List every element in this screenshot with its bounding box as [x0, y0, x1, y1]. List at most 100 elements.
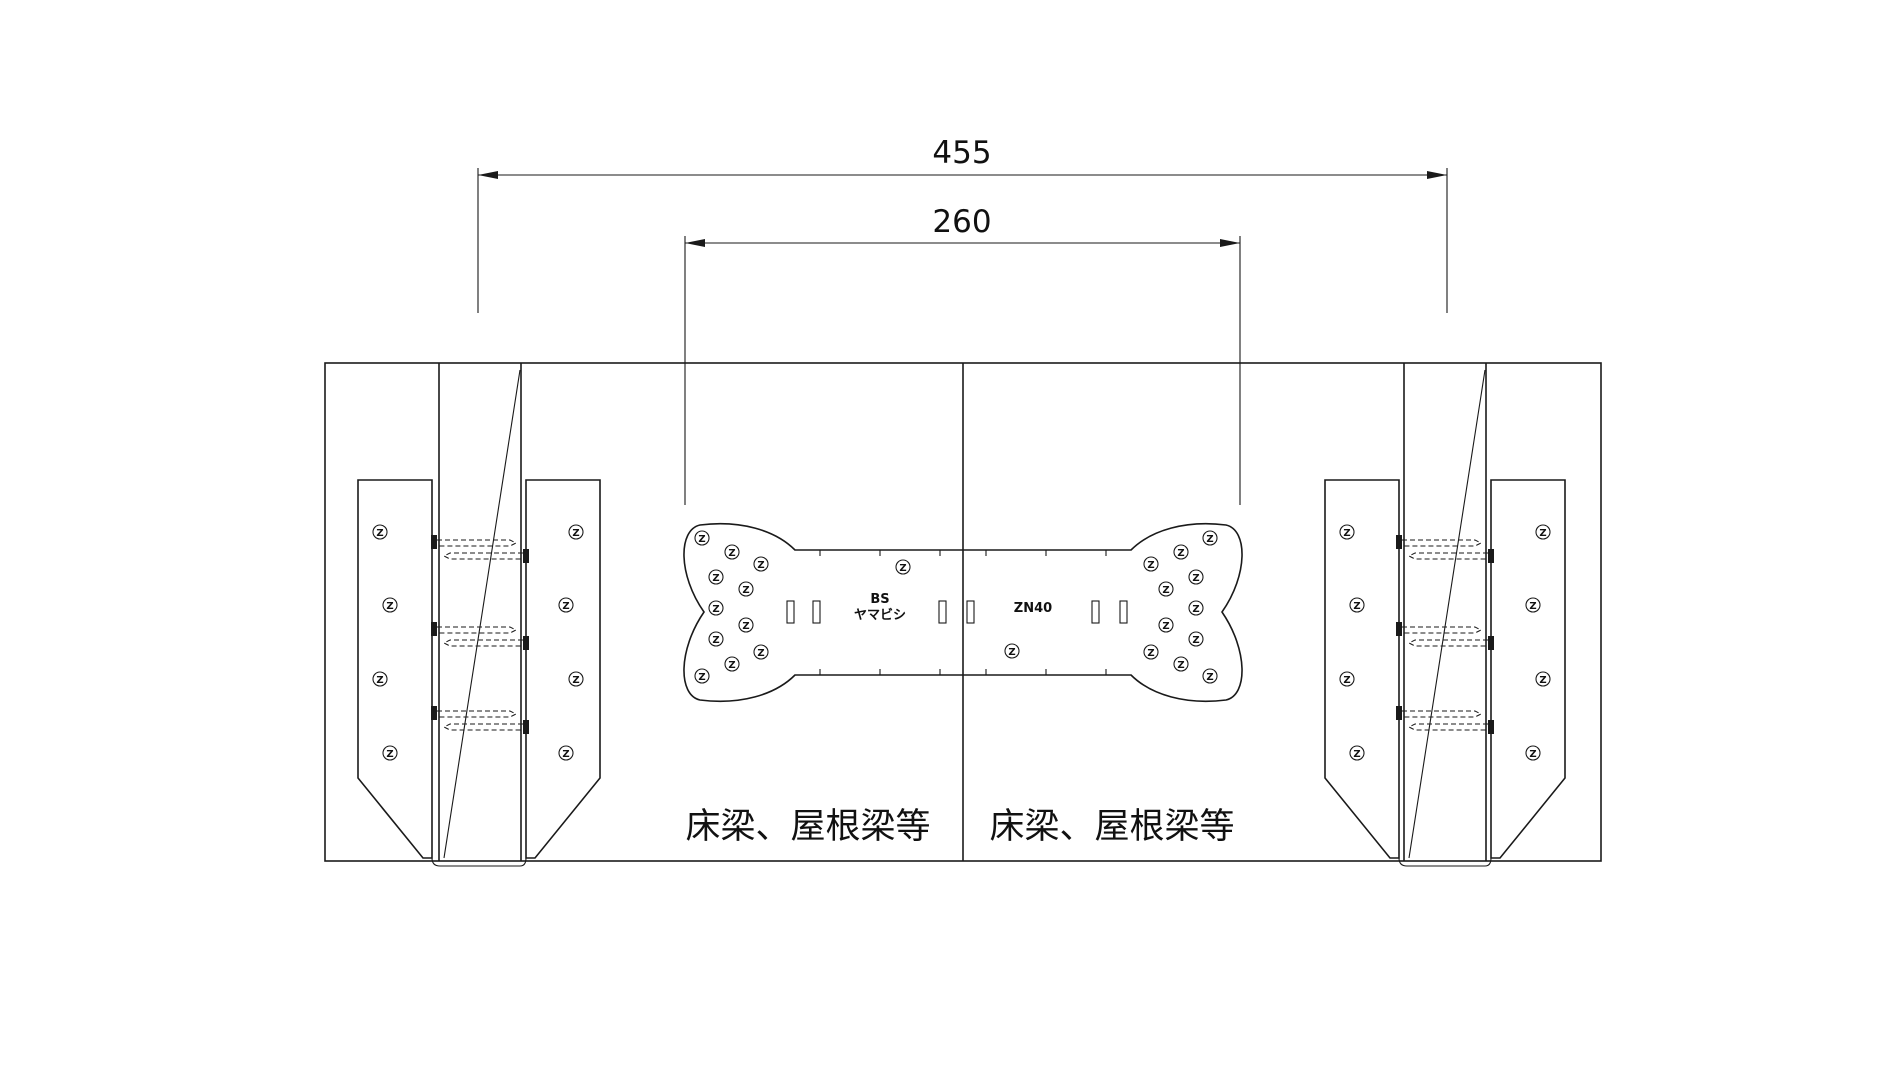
svg-text:Z: Z [1177, 660, 1184, 671]
svg-text:Z: Z [1353, 601, 1360, 612]
svg-text:Z: Z [757, 560, 764, 571]
nail-icon: Z [568, 671, 584, 687]
svg-text:Z: Z [1343, 675, 1350, 686]
dimension-260-value: 260 [932, 204, 991, 240]
left-post-bracket: Z Z Z Z Z Z Z Z [357, 363, 601, 867]
plate-brand-bs: BS [870, 592, 889, 607]
svg-text:Z: Z [376, 675, 383, 686]
svg-text:Z: Z [1529, 601, 1536, 612]
plate-nails-right: Z Z Z Z Z Z Z Z Z Z Z Z [1004, 530, 1218, 684]
nail-icon: Z [372, 524, 388, 540]
svg-text:Z: Z [1539, 675, 1546, 686]
left-bracket-nails: Z Z Z Z Z Z Z Z [372, 524, 584, 761]
nail-icon: Z [694, 668, 710, 684]
nail-icon: Z [1158, 581, 1174, 597]
svg-text:Z: Z [376, 528, 383, 539]
svg-text:Z: Z [698, 534, 705, 545]
nail-icon: Z [1525, 597, 1541, 613]
nail-icon: Z [724, 656, 740, 672]
nail-icon: Z [1143, 644, 1159, 660]
nail-icon: Z [558, 597, 574, 613]
svg-text:Z: Z [1147, 648, 1154, 659]
nail-icon: Z [1188, 631, 1204, 647]
svg-text:Z: Z [1192, 635, 1199, 646]
nail-icon: Z [1188, 600, 1204, 616]
svg-text:Z: Z [1343, 528, 1350, 539]
nail-icon: Z [1004, 643, 1020, 659]
svg-text:Z: Z [1162, 621, 1169, 632]
tie-plate: BS ヤマビシ ZN40 Z Z Z Z Z Z Z Z Z Z Z Z Z Z… [683, 522, 1243, 703]
nail-icon: Z [753, 556, 769, 572]
nail-icon: Z [1525, 745, 1541, 761]
nail-icon: Z [1202, 530, 1218, 546]
nail-icon: Z [708, 600, 724, 616]
svg-text:Z: Z [386, 601, 393, 612]
nail-icon: Z [1535, 524, 1551, 540]
svg-text:Z: Z [712, 573, 719, 584]
nail-icon: Z [1339, 671, 1355, 687]
svg-text:Z: Z [712, 635, 719, 646]
nail-icon: Z [568, 524, 584, 540]
nail-icon: Z [738, 617, 754, 633]
dimension-455-value: 455 [932, 135, 991, 171]
plate-score-marks [819, 550, 1107, 675]
svg-text:Z: Z [1206, 672, 1213, 683]
nail-icon: Z [724, 544, 740, 560]
svg-text:Z: Z [742, 585, 749, 596]
nail-icon: Z [708, 569, 724, 585]
nail-icon: Z [895, 559, 911, 575]
svg-text:Z: Z [572, 675, 579, 686]
nail-icon: Z [694, 530, 710, 546]
plate-model: ZN40 [1014, 601, 1052, 616]
svg-text:Z: Z [1162, 585, 1169, 596]
right-post-bracket: Z Z Z Z Z Z Z Z [1324, 363, 1566, 867]
nail-icon: Z [372, 671, 388, 687]
svg-text:Z: Z [728, 660, 735, 671]
nail-icon: Z [1349, 597, 1365, 613]
plate-brand-yamabishi: ヤマビシ [854, 607, 906, 623]
nail-icon: Z [738, 581, 754, 597]
svg-text:Z: Z [562, 749, 569, 760]
nail-icon: Z [1158, 617, 1174, 633]
nail-icon: Z [382, 745, 398, 761]
nail-icon: Z [708, 631, 724, 647]
nail-icon: Z [1173, 656, 1189, 672]
svg-text:Z: Z [1529, 749, 1536, 760]
beam-label-right: 床梁、屋根梁等 [989, 807, 1234, 847]
nail-icon: Z [1173, 544, 1189, 560]
plate-nails-left: Z Z Z Z Z Z Z Z Z Z Z Z [694, 530, 911, 684]
svg-text:Z: Z [712, 604, 719, 615]
nail-icon: Z [1339, 524, 1355, 540]
nail-icon: Z [1535, 671, 1551, 687]
nail-icon: Z [753, 644, 769, 660]
svg-text:Z: Z [1008, 647, 1015, 658]
svg-text:Z: Z [899, 563, 906, 574]
nail-icon: Z [558, 745, 574, 761]
plate-slots [786, 600, 1128, 624]
svg-text:Z: Z [1147, 560, 1154, 571]
left-post-pins [431, 535, 529, 734]
beam-label-left: 床梁、屋根梁等 [685, 807, 930, 847]
svg-text:Z: Z [1177, 548, 1184, 559]
svg-text:Z: Z [562, 601, 569, 612]
svg-text:Z: Z [572, 528, 579, 539]
dimension-455: 455 [477, 135, 1448, 313]
svg-text:Z: Z [1539, 528, 1546, 539]
nail-icon: Z [1202, 668, 1218, 684]
dimension-260: 260 [684, 204, 1241, 505]
nail-icon: Z [1349, 745, 1365, 761]
right-bracket-nails: Z Z Z Z Z Z Z Z [1339, 524, 1551, 761]
svg-text:Z: Z [1353, 749, 1360, 760]
nail-icon: Z [382, 597, 398, 613]
nail-icon: Z [1143, 556, 1159, 572]
svg-text:Z: Z [1192, 604, 1199, 615]
right-post-pins [1396, 535, 1494, 734]
svg-text:Z: Z [757, 648, 764, 659]
svg-text:Z: Z [1192, 573, 1199, 584]
nail-icon: Z [1188, 569, 1204, 585]
svg-text:Z: Z [1206, 534, 1213, 545]
svg-text:Z: Z [698, 672, 705, 683]
svg-text:Z: Z [728, 548, 735, 559]
svg-text:Z: Z [742, 621, 749, 632]
